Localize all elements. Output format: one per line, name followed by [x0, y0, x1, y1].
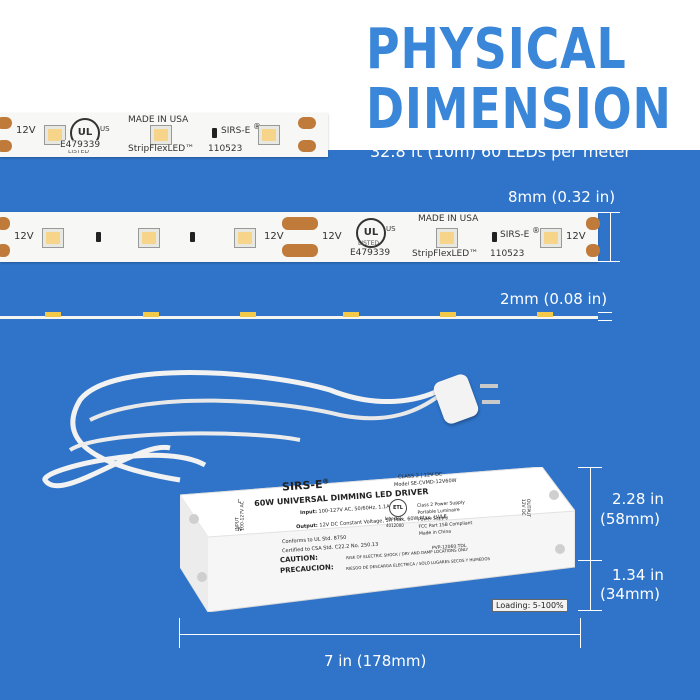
strip-made-in: MADE IN USA [128, 115, 189, 125]
strip-voltage: 12V [264, 231, 284, 242]
led-profile-bump [143, 312, 159, 317]
dimension-line [598, 261, 620, 262]
led-chip [540, 228, 562, 248]
resistor-icon [212, 128, 217, 138]
power-cord [42, 370, 442, 489]
strip-us-mark: US [100, 125, 110, 133]
driver-depth-label: 1.34 in [612, 566, 664, 584]
resistor-icon [492, 232, 497, 242]
driver-etl-number: 4012000 [386, 523, 404, 528]
solder-pad [282, 244, 318, 257]
strip-width-label: 8mm (0.32 in) [508, 188, 616, 206]
driver-length-label: 7 in (178mm) [324, 652, 427, 670]
solder-pad [0, 244, 10, 257]
led-chip [150, 125, 172, 145]
led-strip-full: 12V 12V 12V UL US LISTED E479339 MADE IN… [0, 212, 600, 262]
dimension-line [610, 213, 611, 261]
strip-brand: SIRS-E [221, 126, 251, 136]
dimension-line [578, 560, 602, 561]
driver-height-mm-label: (58mm) [600, 510, 661, 528]
led-profile-bump [440, 312, 456, 317]
strip-ul-number: E479339 [60, 140, 101, 150]
driver-polarity-n: N [238, 527, 242, 533]
driver-height-label: 2.28 in [612, 490, 664, 508]
strip-ul-number: E479339 [350, 248, 391, 258]
dimension-line [578, 467, 602, 468]
dimension-line [598, 320, 612, 321]
resistor-icon [190, 232, 195, 242]
strip-voltage: 12V [322, 231, 342, 242]
led-profile-bump [537, 312, 553, 317]
title-line-2: DIMENSION [366, 77, 672, 142]
driver-class-note: Class 2 Power Supply Portable Luminaire … [416, 500, 473, 537]
led-chip [42, 228, 64, 248]
strip-brand: SIRS-E [500, 230, 530, 240]
strip-voltage: 12V [14, 231, 34, 242]
dimension-line [180, 634, 580, 635]
led-chip [258, 125, 280, 145]
led-profile-bump [240, 312, 256, 317]
solder-pad [0, 140, 12, 152]
driver-input-label: Input: [299, 508, 318, 517]
dimension-line [590, 468, 591, 560]
driver-output-side: OUTPUT 12V DC [520, 498, 531, 518]
dimension-line [598, 312, 612, 313]
driver-polarity-l: L [238, 499, 241, 505]
led-chip [234, 228, 256, 248]
strip-thickness-label: 2mm (0.08 in) [500, 290, 608, 308]
strip-made-in: MADE IN USA [418, 214, 479, 224]
dimension-line [598, 212, 620, 213]
led-strip-top: 12V UL US LISTED E479339 MADE IN USA Str… [0, 113, 328, 157]
strip-voltage: 12V [16, 125, 36, 136]
strip-lot: 110523 [208, 144, 243, 154]
led-chip [436, 228, 458, 248]
dimension-line [580, 618, 581, 648]
solder-pad [298, 140, 316, 152]
solder-pad [0, 217, 10, 230]
solder-pad [586, 217, 600, 230]
plug-prong [480, 384, 498, 388]
solder-pad [298, 117, 316, 129]
led-strip-profile [0, 316, 598, 319]
driver-brand-registered: ® [322, 477, 330, 486]
dimension-line [590, 561, 591, 610]
solder-pad [586, 244, 600, 257]
strip-listed: LISTED [358, 240, 379, 247]
strip-product: StripFlexLED™ [128, 144, 195, 154]
led-profile-bump [343, 312, 359, 317]
led-profile-bump [45, 312, 61, 317]
driver-body [180, 467, 575, 612]
subtitle: 32.8 ft (10m) 60 LEDs per meter [370, 142, 631, 161]
led-chip [138, 228, 160, 248]
solder-pad [0, 117, 12, 129]
strip-lot: 110523 [490, 249, 525, 259]
dimension-line [578, 610, 602, 611]
dimension-line [179, 618, 180, 648]
title-line-1: PHYSICAL [366, 17, 627, 82]
led-driver: SIRS-E® CLASS 2 | 12V DC Model SE-CVMD-1… [180, 467, 575, 612]
title-block: PHYSICAL DIMENSION [366, 20, 696, 140]
driver-loading: Loading: 5-100% [492, 599, 568, 612]
strip-voltage: 12V [566, 231, 586, 242]
strip-product: StripFlexLED™ [412, 249, 479, 259]
solder-pad [282, 217, 318, 230]
resistor-icon [96, 232, 101, 242]
driver-depth-mm-label: (34mm) [600, 585, 661, 603]
ul-logo-icon: UL [356, 218, 386, 248]
strip-us-mark: US [386, 225, 396, 233]
led-chip [44, 125, 66, 145]
strip-registered: ® [253, 122, 261, 131]
strip-registered: ® [532, 226, 540, 235]
plug-prong [482, 400, 500, 404]
driver-intertek: Intertek [385, 517, 403, 522]
etl-logo-icon: ETL [389, 499, 407, 517]
strip-listed: LISTED [68, 148, 89, 155]
